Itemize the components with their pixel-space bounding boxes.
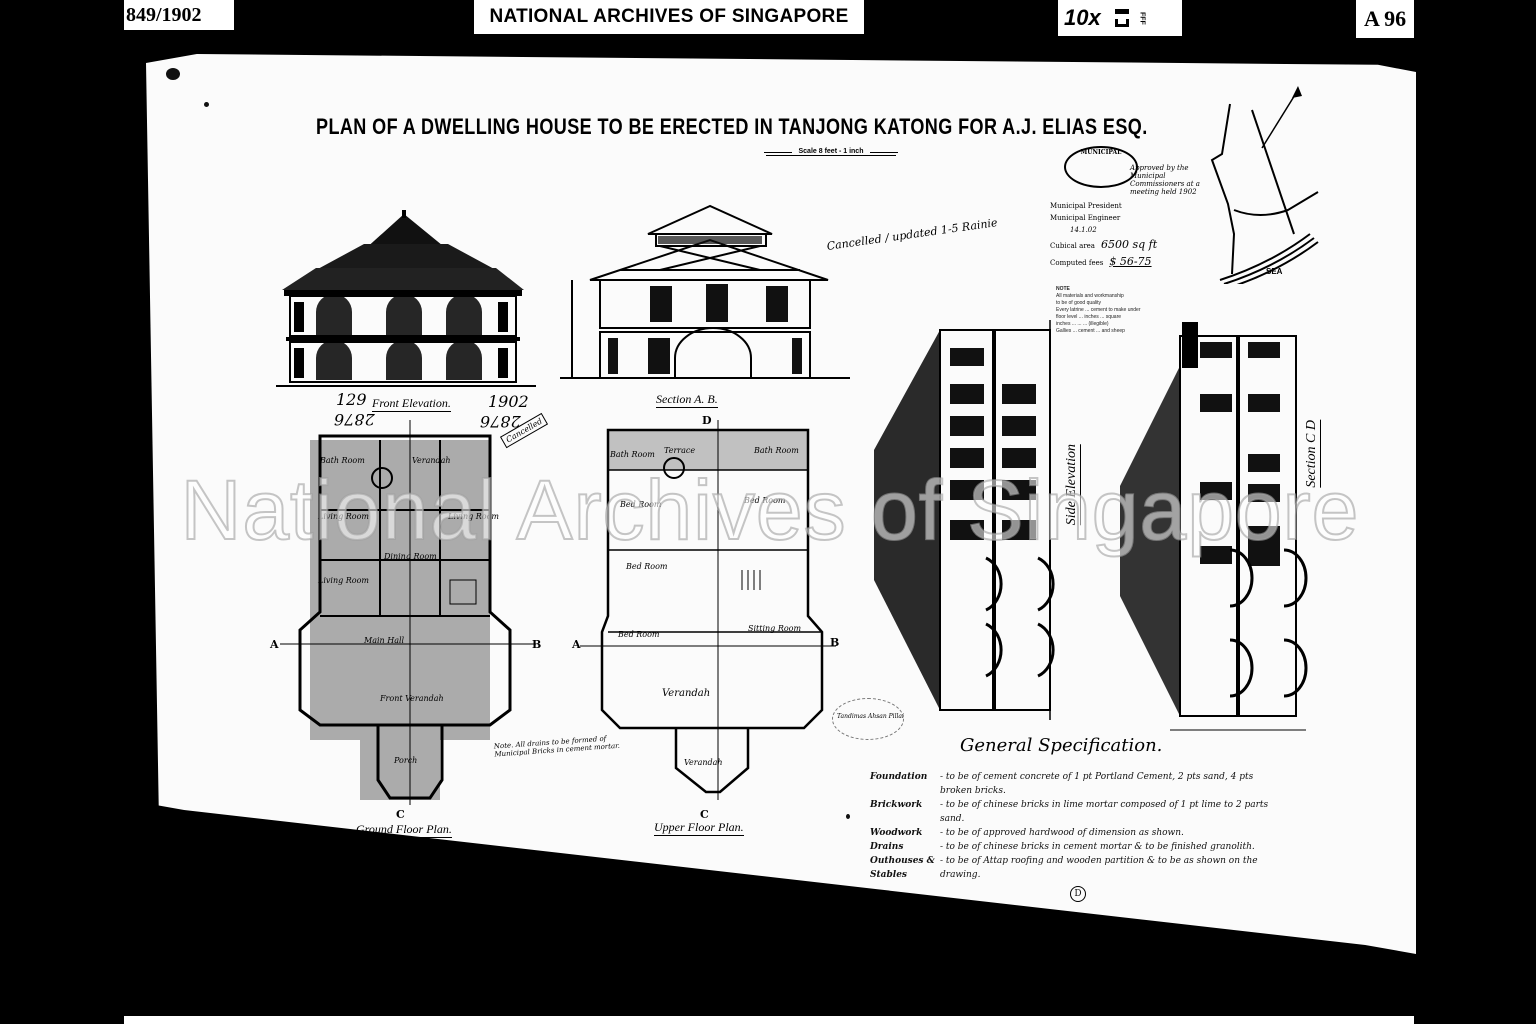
note-line: inches ... ... ... (illegible) <box>1056 321 1109 327</box>
municipal-seal: MUNICIPAL <box>1064 146 1138 188</box>
magnification-label: 10x <box>1064 5 1101 30</box>
reduction-symbol-icon <box>1114 7 1131 29</box>
frame-number-text: A 96 <box>1364 6 1407 31</box>
room-label: Verandah <box>662 688 711 699</box>
side-elevation-label: Side Elevation <box>1064 444 1081 526</box>
axis-marker: A <box>572 638 581 651</box>
note-block: NOTE All materials and workmanship to be… <box>1056 286 1186 335</box>
president-label: Municipal President <box>1050 202 1122 210</box>
ink-blot <box>846 814 850 819</box>
room-label: Terrace <box>664 446 696 455</box>
room-label: Main Hall <box>364 636 405 645</box>
room-label: Verandah <box>412 456 451 465</box>
sea-label: SEA <box>1266 267 1283 276</box>
spec-key: Woodwork <box>870 828 923 838</box>
room-label: Front Verandah <box>380 694 444 703</box>
note-heading: NOTE <box>1056 286 1070 292</box>
film-edge <box>124 1016 1414 1024</box>
magnification-box: 10x FFF <box>1058 0 1182 36</box>
note-line: Gallies ... cement ... and sheep <box>1056 328 1125 334</box>
room-label: Living Room <box>318 512 370 521</box>
reference-number: 849/1902 <box>124 0 234 30</box>
fees-value: $ 56-75 <box>1109 255 1152 268</box>
spec-item: Foundation - to be of cement concrete of … <box>870 770 1280 798</box>
axis-marker: B <box>830 636 840 649</box>
room-label: Bed Room <box>618 630 660 639</box>
spec-key: Brickwork <box>870 800 923 810</box>
ground-floor-plan-drawing <box>280 420 536 805</box>
front-elevation-drawing <box>276 210 536 387</box>
note-line: floor level ... inches ... square <box>1056 314 1122 320</box>
archive-banner: NATIONAL ARCHIVES OF SINGAPORE <box>474 0 864 34</box>
initial-mark: D <box>1070 886 1086 902</box>
section-ab-drawing <box>560 204 850 379</box>
room-label: Bath Room <box>754 446 799 455</box>
note-line: Every latrine ... cement to make under <box>1056 307 1141 313</box>
spec-item: Outhouses & Stables- to be of Attap roof… <box>870 854 1280 882</box>
area-label: Cubical area <box>1050 242 1095 250</box>
spec-item: Brickwork - to be of chinese bricks in li… <box>870 798 1280 826</box>
note-line: to be of good quality <box>1056 300 1102 306</box>
front-elevation-label: Front Elevation. <box>372 396 451 412</box>
registry-stamp-text: Tandimas Ahsan Pillai <box>837 713 904 720</box>
spec-key: Outhouses & Stables <box>870 856 935 880</box>
spec-key: Foundation <box>870 772 928 782</box>
upper-floor-plan-label: Upper Floor Plan. <box>654 820 744 836</box>
side-elevation-drawing <box>874 320 1055 720</box>
frame-number: A 96 <box>1356 0 1414 38</box>
scale-bar: Scale 8 feet - 1 inch <box>764 148 898 156</box>
section-cd-label: Section C D <box>1304 420 1321 488</box>
axis-marker: D <box>702 414 712 427</box>
section-ab-label: Section A. B. <box>656 392 718 408</box>
engineer-date: 14.1.02 <box>1070 226 1097 234</box>
room-label: Sitting Room <box>748 624 802 633</box>
ink-blot <box>204 102 209 107</box>
handwritten-number: 129 <box>336 390 367 409</box>
north-arrow-icon <box>1261 89 1299 149</box>
spec-text: - to be of cement concrete of 1 pt Portl… <box>940 772 1254 796</box>
room-label: Bed Room <box>744 496 786 505</box>
axis-marker: A <box>270 638 279 651</box>
specification-block: Foundation - to be of cement concrete of … <box>870 770 1280 902</box>
ink-blot <box>166 68 180 80</box>
spec-text: - to be of Attap roofing and wooden part… <box>940 856 1258 880</box>
north-arrowhead-icon <box>1292 86 1302 98</box>
reference-text: 849/1902 <box>126 3 202 26</box>
room-label: Bath Room <box>610 450 655 459</box>
room-label: Living Room <box>318 576 370 585</box>
room-label: Porch <box>394 756 418 765</box>
room-label: Verandah <box>684 758 723 767</box>
section-cd-drawing <box>1120 322 1308 731</box>
approval-text: Approved by the Municipal Commissioners … <box>1130 164 1200 196</box>
handwritten-number: 1902 <box>488 392 529 411</box>
specification-title: General Specification. <box>960 735 1163 756</box>
spec-item: Drains - to be of chinese bricks in cemen… <box>870 840 1280 854</box>
spec-key: Drains <box>870 842 904 852</box>
archive-name: NATIONAL ARCHIVES OF SINGAPORE <box>489 6 849 27</box>
ground-floor-plan-label: Ground Floor Plan. <box>356 822 452 838</box>
registry-stamp: Tandimas Ahsan Pillai <box>832 698 904 740</box>
axis-marker: C <box>396 808 405 821</box>
room-label: Bath Room <box>320 456 365 465</box>
room-label: Living Room <box>448 512 500 521</box>
room-label: Bed Room <box>620 500 662 509</box>
sheet-title: PLAN OF A DWELLING HOUSE TO BE ERECTED I… <box>316 114 1148 139</box>
axis-marker: C <box>700 808 709 821</box>
upper-floor-plan-drawing <box>580 420 836 800</box>
area-value: 6500 sq ft <box>1100 238 1158 251</box>
spec-text: - to be of chinese bricks in lime mortar… <box>940 800 1269 824</box>
fees-label: Computed fees <box>1050 259 1104 267</box>
axis-marker: B <box>532 638 542 651</box>
approval-block: MUNICIPAL Approved by the Municipal Comm… <box>1050 140 1200 268</box>
room-label: Dining Room <box>384 552 437 561</box>
room-label: Bed Room <box>626 562 668 571</box>
engineer-label: Municipal Engineer <box>1050 214 1121 222</box>
reduction-scale-icon: FFF <box>1138 11 1146 25</box>
note-line: All materials and workmanship <box>1056 293 1124 299</box>
spec-text: - to be of approved hardwood of dimensio… <box>940 828 1184 838</box>
site-plan-drawing: SEA <box>1210 86 1319 284</box>
spec-text: - to be of chinese bricks in cement mort… <box>940 842 1255 852</box>
spec-item: Woodwork - to be of approved hardwood of … <box>870 826 1280 840</box>
